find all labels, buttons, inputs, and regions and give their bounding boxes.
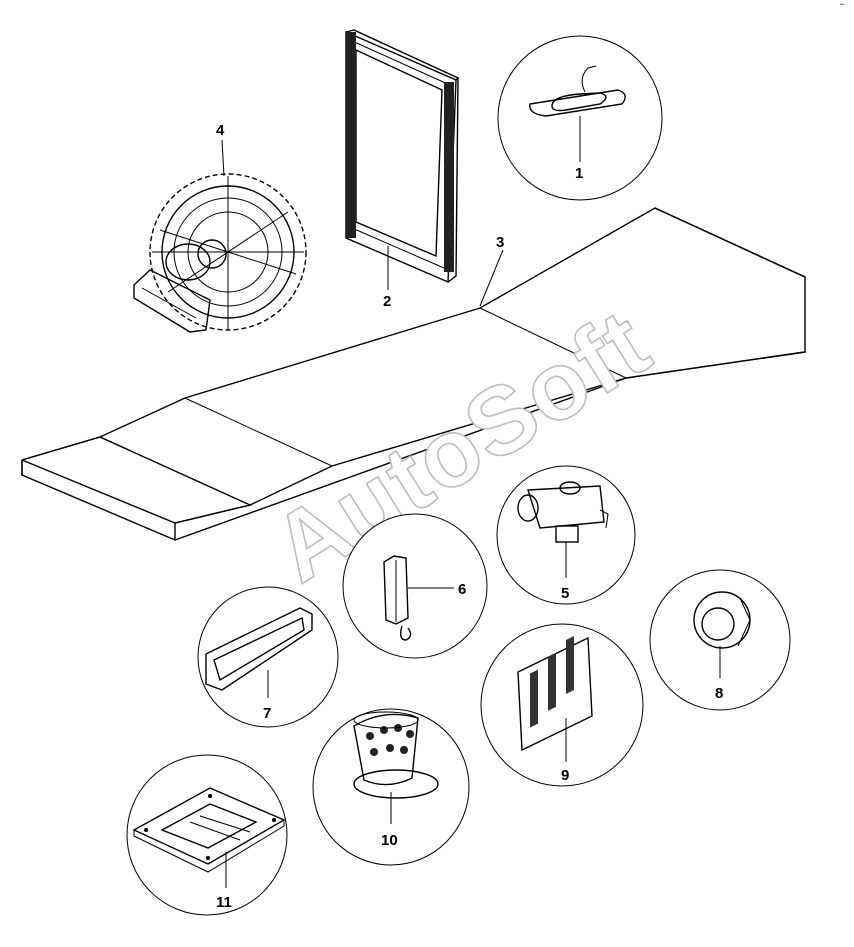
part-8-label: 8 (715, 685, 723, 702)
part-3-label: 3 (496, 234, 504, 251)
corner-mark: ˜ (839, 1, 845, 15)
side-window-icon (345, 29, 460, 284)
leader-3 (479, 249, 504, 307)
part-6-intercom[interactable]: 6 (342, 513, 488, 659)
part-9-label: 9 (561, 767, 569, 784)
part-2-label: 2 (383, 293, 391, 310)
part-11-recessed-tray[interactable]: 11 (126, 754, 288, 916)
leader-4 (221, 139, 225, 177)
part-3-roof-panel[interactable]: 3 (21, 207, 806, 541)
cabin-fan-icon (133, 173, 307, 333)
part-1-label: 1 (575, 165, 583, 182)
air-nozzle-icon (693, 591, 751, 649)
part-6-label: 6 (458, 581, 466, 598)
part-4-cabin-fan[interactable]: 4 (133, 122, 307, 333)
part-4-label: 4 (216, 122, 225, 139)
part-9-vent-grille[interactable]: 9 (480, 623, 644, 787)
part-10-label: 10 (381, 832, 398, 849)
recessed-tray-icon (132, 787, 286, 873)
part-5-heater-blower[interactable]: 5 (496, 465, 636, 605)
part-7-label: 7 (263, 705, 271, 722)
part-7-grab-handle[interactable]: 7 (197, 586, 339, 728)
part-5-label: 5 (561, 585, 569, 602)
roof-light-icon (529, 65, 626, 117)
grab-handle-icon (205, 607, 313, 691)
part-8-air-nozzle[interactable]: 8 (649, 569, 791, 711)
part-11-label: 11 (216, 894, 232, 911)
part-1-roof-light[interactable]: 1 (497, 35, 663, 201)
intercom-handset-icon (383, 555, 412, 641)
round-vent-icon (353, 711, 439, 799)
heater-blower-icon (517, 481, 609, 543)
part-2-side-window[interactable]: 2 (345, 29, 460, 310)
part-10-round-vent[interactable]: 10 (312, 708, 470, 866)
roof-panel-icon (21, 207, 806, 541)
vent-grille-icon (517, 636, 593, 752)
